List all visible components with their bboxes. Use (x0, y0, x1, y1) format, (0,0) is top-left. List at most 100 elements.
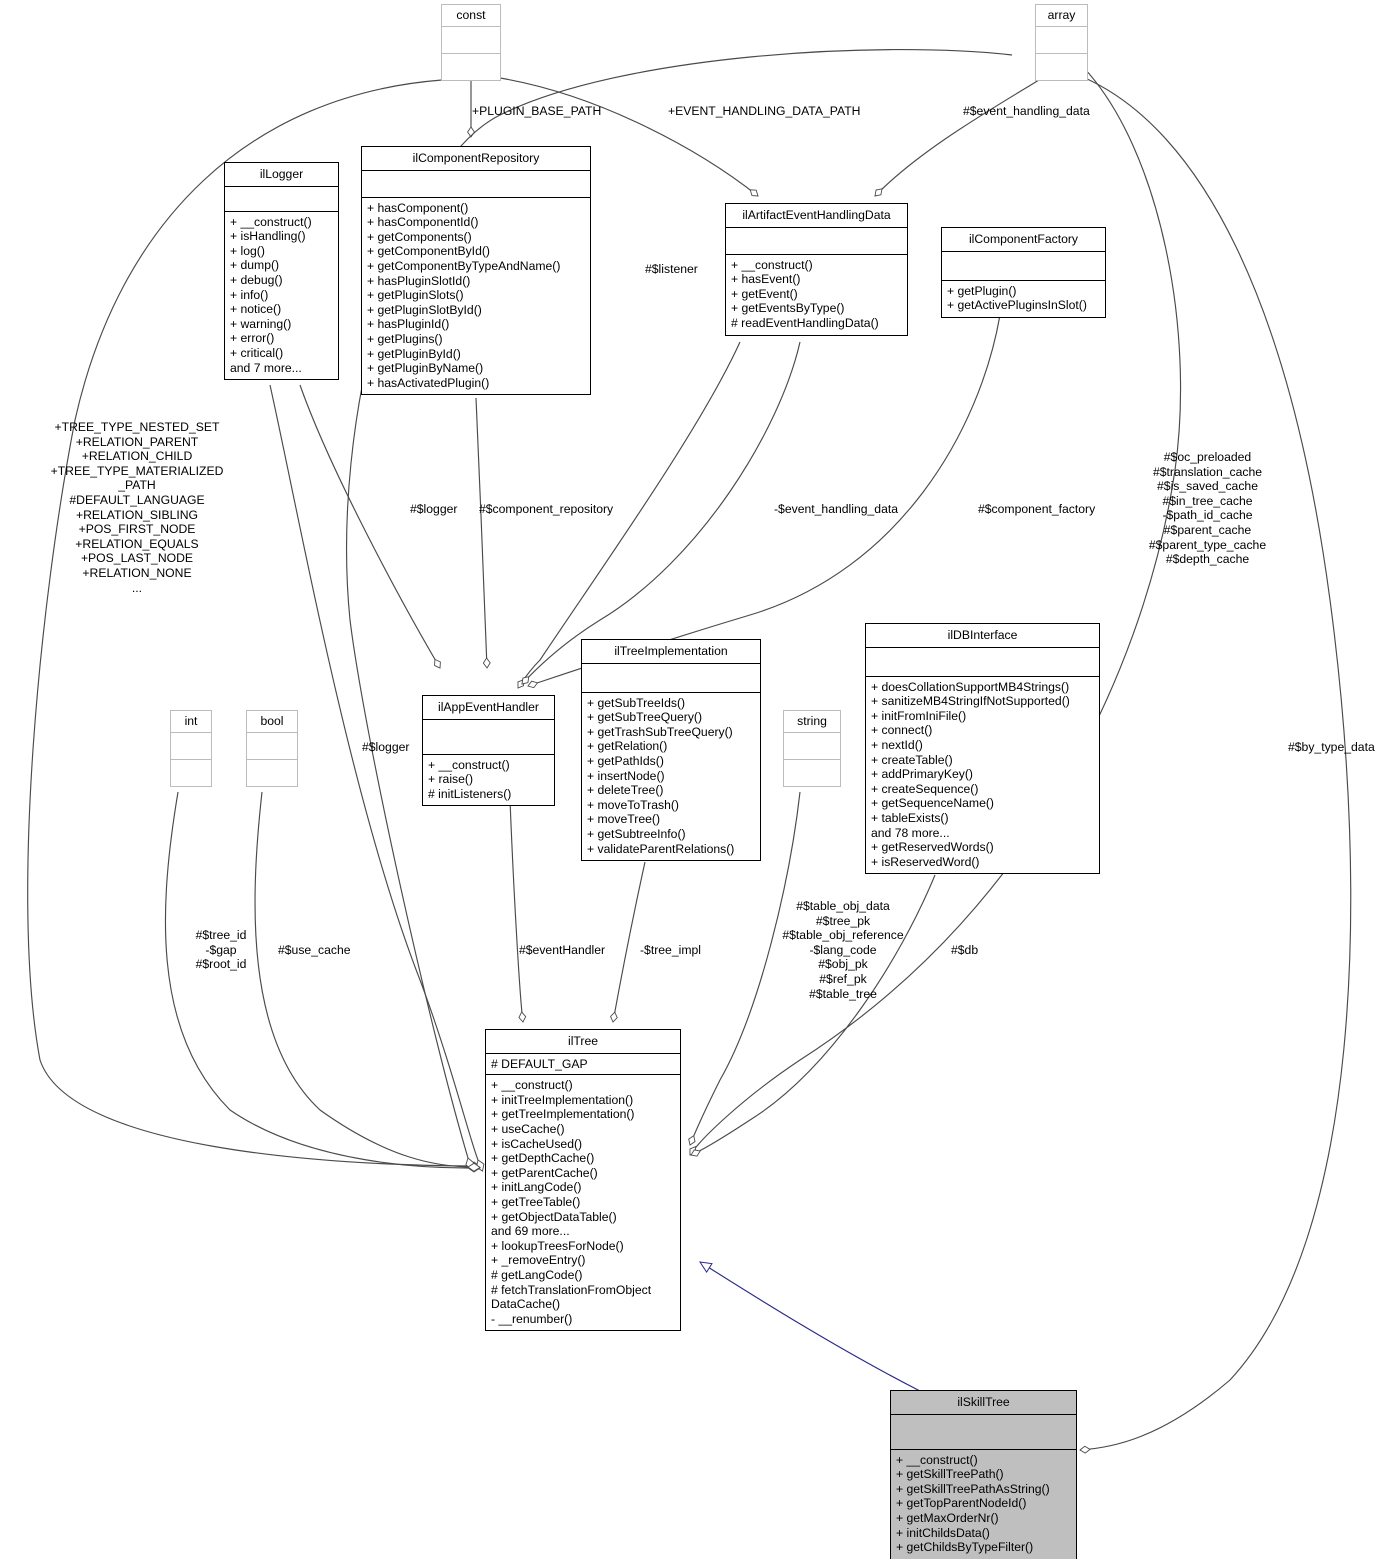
attributes-compartment (582, 664, 760, 693)
operation-row: + __construct() (491, 1078, 573, 1093)
operation-row: + createTable() (871, 752, 953, 767)
operation-row: + initLangCode() (491, 1180, 582, 1195)
operations-compartment: + __construct() + hasEvent() + getEvent(… (726, 255, 907, 335)
class-node-ilcomponentrepository[interactable]: ilComponentRepository + hasComponent() +… (361, 146, 591, 396)
class-name: ilDBInterface (866, 624, 1099, 648)
class-node-ilskilltree[interactable]: ilSkillTree + __construct() + getSkillTr… (890, 1390, 1077, 1559)
operation-row: + hasPluginId() (367, 317, 450, 332)
operation-row: + getSubTreeIds() (587, 695, 686, 710)
edge-label-use-cache: #$use_cache (278, 943, 351, 957)
operation-row: + getEvent() (731, 286, 798, 301)
class-name: ilLogger (225, 163, 338, 187)
operation-row: # getLangCode() (491, 1267, 583, 1282)
class-node-illogger[interactable]: ilLogger + __construct() + isHandling() … (224, 162, 339, 381)
operation-row: + getComponentByTypeAndName() (367, 258, 561, 273)
operation-row: + sanitizeMB4StringIfNotSupported() (871, 694, 1070, 709)
edge-label-tree-constants: +TREE_TYPE_NESTED_SET +RELATION_PARENT +… (50, 420, 224, 595)
edge-label-logger-tree: #$logger (362, 740, 410, 754)
operation-row: + getPluginById() (367, 346, 461, 361)
operation-row: + __construct() (230, 214, 312, 229)
attributes-compartment (442, 27, 500, 54)
class-name: ilArtifactEventHandlingData (726, 204, 907, 228)
edge-label-component-repository: #$component_repository (479, 502, 614, 516)
edge-label-plugin-base-path: +PLUGIN_BASE_PATH (472, 104, 602, 118)
operation-row: + hasActivatedPlugin() (367, 375, 490, 390)
operation-row: + createSequence() (871, 781, 979, 796)
operation-row: and 78 more... (871, 825, 950, 840)
operation-row: + getSubtreeInfo() (587, 826, 686, 841)
class-name: const (442, 5, 500, 27)
attributes-compartment (1036, 27, 1087, 54)
class-name: ilComponentRepository (362, 147, 590, 171)
operation-row: + tableExists() (871, 810, 949, 825)
operation-row: + moveToTrash() (587, 797, 679, 812)
operation-row: + getPlugins() (367, 331, 443, 346)
operation-row: + getPluginByName() (367, 361, 484, 376)
edge-label-tree-impl: -$tree_impl (640, 943, 701, 957)
operation-row: + critical() (230, 345, 284, 360)
operation-row: + initFromIniFile() (871, 708, 967, 723)
operations-compartment: + __construct() + isHandling() + log() +… (225, 212, 338, 380)
operation-row: + getSequenceName() (871, 796, 994, 811)
operations-compartment (784, 760, 840, 786)
operations-compartment: + __construct() + getSkillTreePath() + g… (891, 1449, 1076, 1559)
attributes-compartment: # DEFAULT_GAP (486, 1054, 680, 1076)
operation-row: DataCache() (491, 1297, 561, 1312)
class-node-bool[interactable]: bool (246, 710, 298, 787)
operation-row: + lookupTreesForNode() (491, 1238, 624, 1253)
class-node-ilartifacteventhandlingdata[interactable]: ilArtifactEventHandlingData + __construc… (725, 203, 908, 336)
operation-row: + isReservedWord() (871, 854, 980, 869)
operations-compartment: + getSubTreeIds() + getSubTreeQuery() + … (582, 693, 760, 861)
edge-label-event-handling-data-private: -$event_handling_data (774, 502, 899, 516)
class-node-array[interactable]: array (1035, 4, 1088, 81)
operation-row: + doesCollationSupportMB4Strings() (871, 679, 1070, 694)
operation-row: + getMaxOrderNr() (896, 1510, 999, 1525)
operation-row: + info() (230, 287, 269, 302)
operation-row: + initChildsData() (896, 1525, 990, 1540)
operation-row: + getDepthCache() (491, 1151, 595, 1166)
operation-row: and 69 more... (491, 1224, 570, 1239)
class-node-const[interactable]: const (441, 4, 501, 81)
class-node-ildbinterface[interactable]: ilDBInterface + doesCollationSupportMB4S… (865, 623, 1100, 875)
operation-row: + _removeEntry() (491, 1253, 586, 1268)
operation-row: + __construct() (428, 757, 510, 772)
operation-row: + getPlugin() (947, 283, 1017, 298)
operation-row: + deleteTree() (587, 783, 664, 798)
operations-compartment (247, 760, 297, 786)
attributes-compartment (362, 171, 590, 198)
operation-row: + getComponentById() (367, 244, 490, 259)
operation-row: + getEventsByType() (731, 301, 845, 316)
class-node-string[interactable]: string (783, 710, 841, 787)
class-name: int (171, 711, 211, 733)
class-node-iltreeimplementation[interactable]: ilTreeImplementation + getSubTreeIds() +… (581, 639, 761, 862)
operation-row: + debug() (230, 272, 283, 287)
operation-row: + hasEvent() (731, 272, 801, 287)
attributes-compartment (171, 733, 211, 760)
operations-compartment (171, 760, 211, 786)
class-name: ilTreeImplementation (582, 640, 760, 664)
operation-row: + getReservedWords() (871, 840, 994, 855)
operations-compartment (442, 54, 500, 80)
class-name: ilComponentFactory (942, 228, 1105, 252)
class-node-iltree[interactable]: ilTree # DEFAULT_GAP + __construct() + i… (485, 1029, 681, 1332)
edge-label-tree-caches: #$oc_preloaded #$translation_cache #$is_… (1148, 450, 1267, 567)
operation-row: - __renumber() (491, 1311, 573, 1326)
operation-row: + getActivePluginsInSlot() (947, 298, 1087, 313)
edge-label-component-factory: #$component_factory (978, 502, 1096, 516)
attributes-compartment (784, 733, 840, 760)
operation-row: + log() (230, 243, 265, 258)
operation-row: # readEventHandlingData() (731, 315, 879, 330)
edge-label-string-attributes: #$table_obj_data #$tree_pk #$table_obj_r… (782, 899, 904, 1001)
operation-row: + getComponents() (367, 229, 472, 244)
attributes-compartment (866, 648, 1099, 677)
class-node-ilappeventhandler[interactable]: ilAppEventHandler + __construct() + rais… (422, 695, 555, 807)
operation-row: + getPathIds() (587, 753, 664, 768)
class-node-ilcomponentfactory[interactable]: ilComponentFactory + getPlugin() + getAc… (941, 227, 1106, 318)
class-node-int[interactable]: int (170, 710, 212, 787)
operation-row: and 7 more... (230, 360, 302, 375)
attributes-compartment (225, 187, 338, 212)
attributes-compartment (942, 252, 1105, 281)
operation-row: + getParentCache() (491, 1165, 598, 1180)
operation-row: + validateParentRelations() (587, 841, 735, 856)
